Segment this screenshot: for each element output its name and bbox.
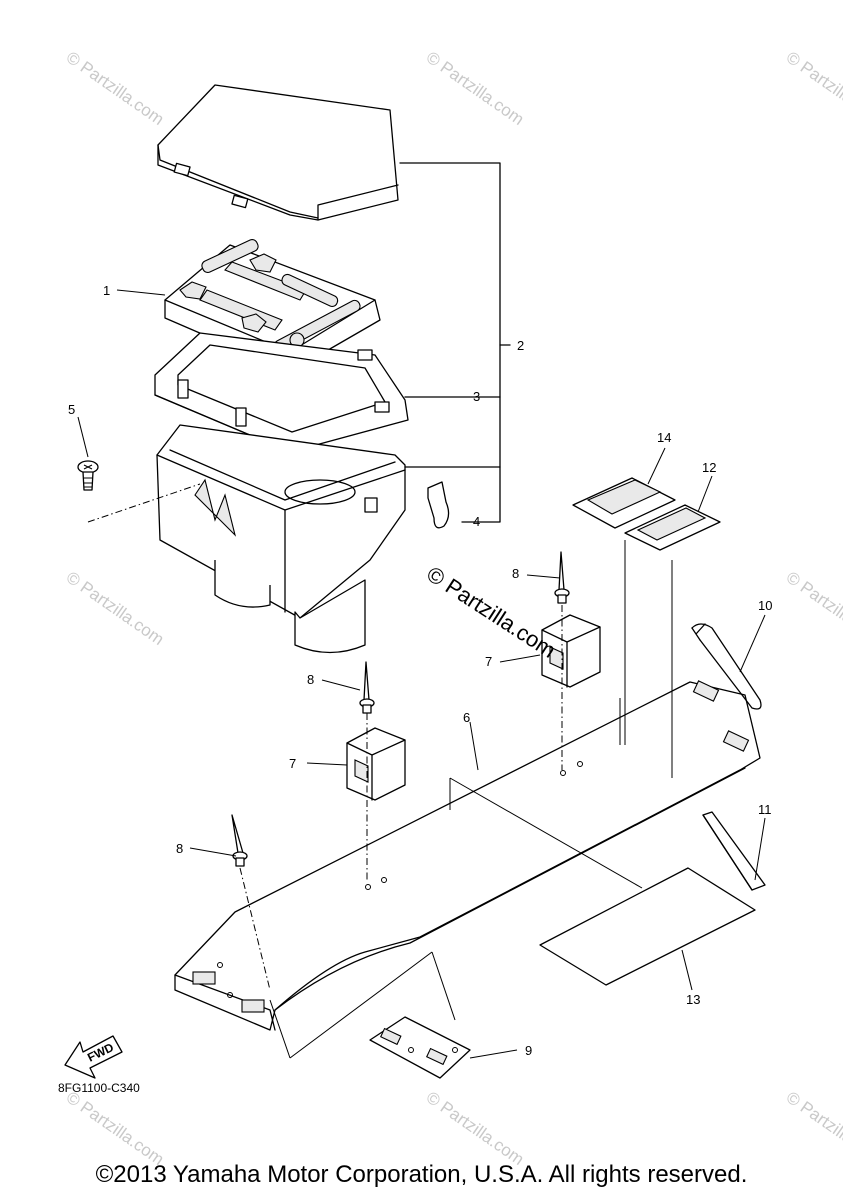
- watermark-tile: © Partzilla.com: [783, 1088, 843, 1169]
- fwd-arrow-icon: FWD: [64, 1035, 123, 1079]
- callout-13: 13: [686, 992, 700, 1007]
- wire-part-10: [691, 623, 762, 710]
- callout-8: 8: [176, 841, 183, 856]
- clip-part-7: [346, 727, 406, 801]
- callout-14: 14: [657, 430, 671, 445]
- callout-4: 4: [473, 514, 480, 529]
- clip-part-7: [541, 614, 601, 688]
- callout-3: 3: [473, 389, 480, 404]
- assembly-bracket: [399, 162, 511, 523]
- plate-part-9: [369, 1016, 471, 1079]
- callout-1: 1: [103, 283, 110, 298]
- watermark-tiles: © Partzilla.com © Partzilla.com © Partzi…: [63, 48, 843, 1169]
- rivet-part-8: [359, 661, 375, 714]
- copyright-notice: ©2013 Yamaha Motor Corporation, U.S.A. A…: [95, 1161, 748, 1188]
- callout-8: 8: [307, 672, 314, 687]
- callout-7: 7: [289, 756, 296, 771]
- base-plate: [174, 680, 761, 1031]
- watermark-tile: © Partzilla.com: [63, 568, 168, 649]
- bar-part-11: [702, 811, 766, 891]
- leader-lines: [77, 289, 766, 1059]
- callout-2: 2: [517, 338, 524, 353]
- label-part-12: [624, 504, 721, 551]
- callout-9: 9: [525, 1043, 532, 1058]
- watermark-tile: © Partzilla.com: [63, 48, 168, 129]
- screw-part-5: [77, 460, 99, 491]
- clip-part-4: [427, 481, 450, 529]
- watermark-tile: © Partzilla.com: [423, 48, 528, 129]
- callout-6: 6: [463, 710, 470, 725]
- callout-10: 10: [758, 598, 772, 613]
- drawing-code: 8FG1100-C340: [58, 1081, 140, 1095]
- toolbox-lid: [157, 84, 399, 221]
- label-part-13: [539, 867, 756, 986]
- callout-8: 8: [512, 566, 519, 581]
- callout-11: 11: [758, 802, 772, 817]
- label-part-14: [572, 477, 676, 529]
- callout-7: 7: [485, 654, 492, 669]
- toolbox-body: [156, 424, 406, 654]
- rivet-part-8: [231, 814, 248, 867]
- watermark-tile: © Partzilla.com: [783, 48, 843, 129]
- callout-5: 5: [68, 402, 75, 417]
- rivet-part-8: [554, 551, 570, 604]
- installation-lines: [87, 483, 673, 1059]
- callouts: 1 2 3 4 5 6 7 7 8 8 8 9 10 11 12 13 14: [68, 283, 772, 1058]
- watermark-tile: © Partzilla.com: [423, 1088, 528, 1169]
- callout-12: 12: [702, 460, 716, 475]
- watermark-tile: © Partzilla.com: [63, 1088, 168, 1169]
- watermark-tile: © Partzilla.com: [783, 568, 843, 649]
